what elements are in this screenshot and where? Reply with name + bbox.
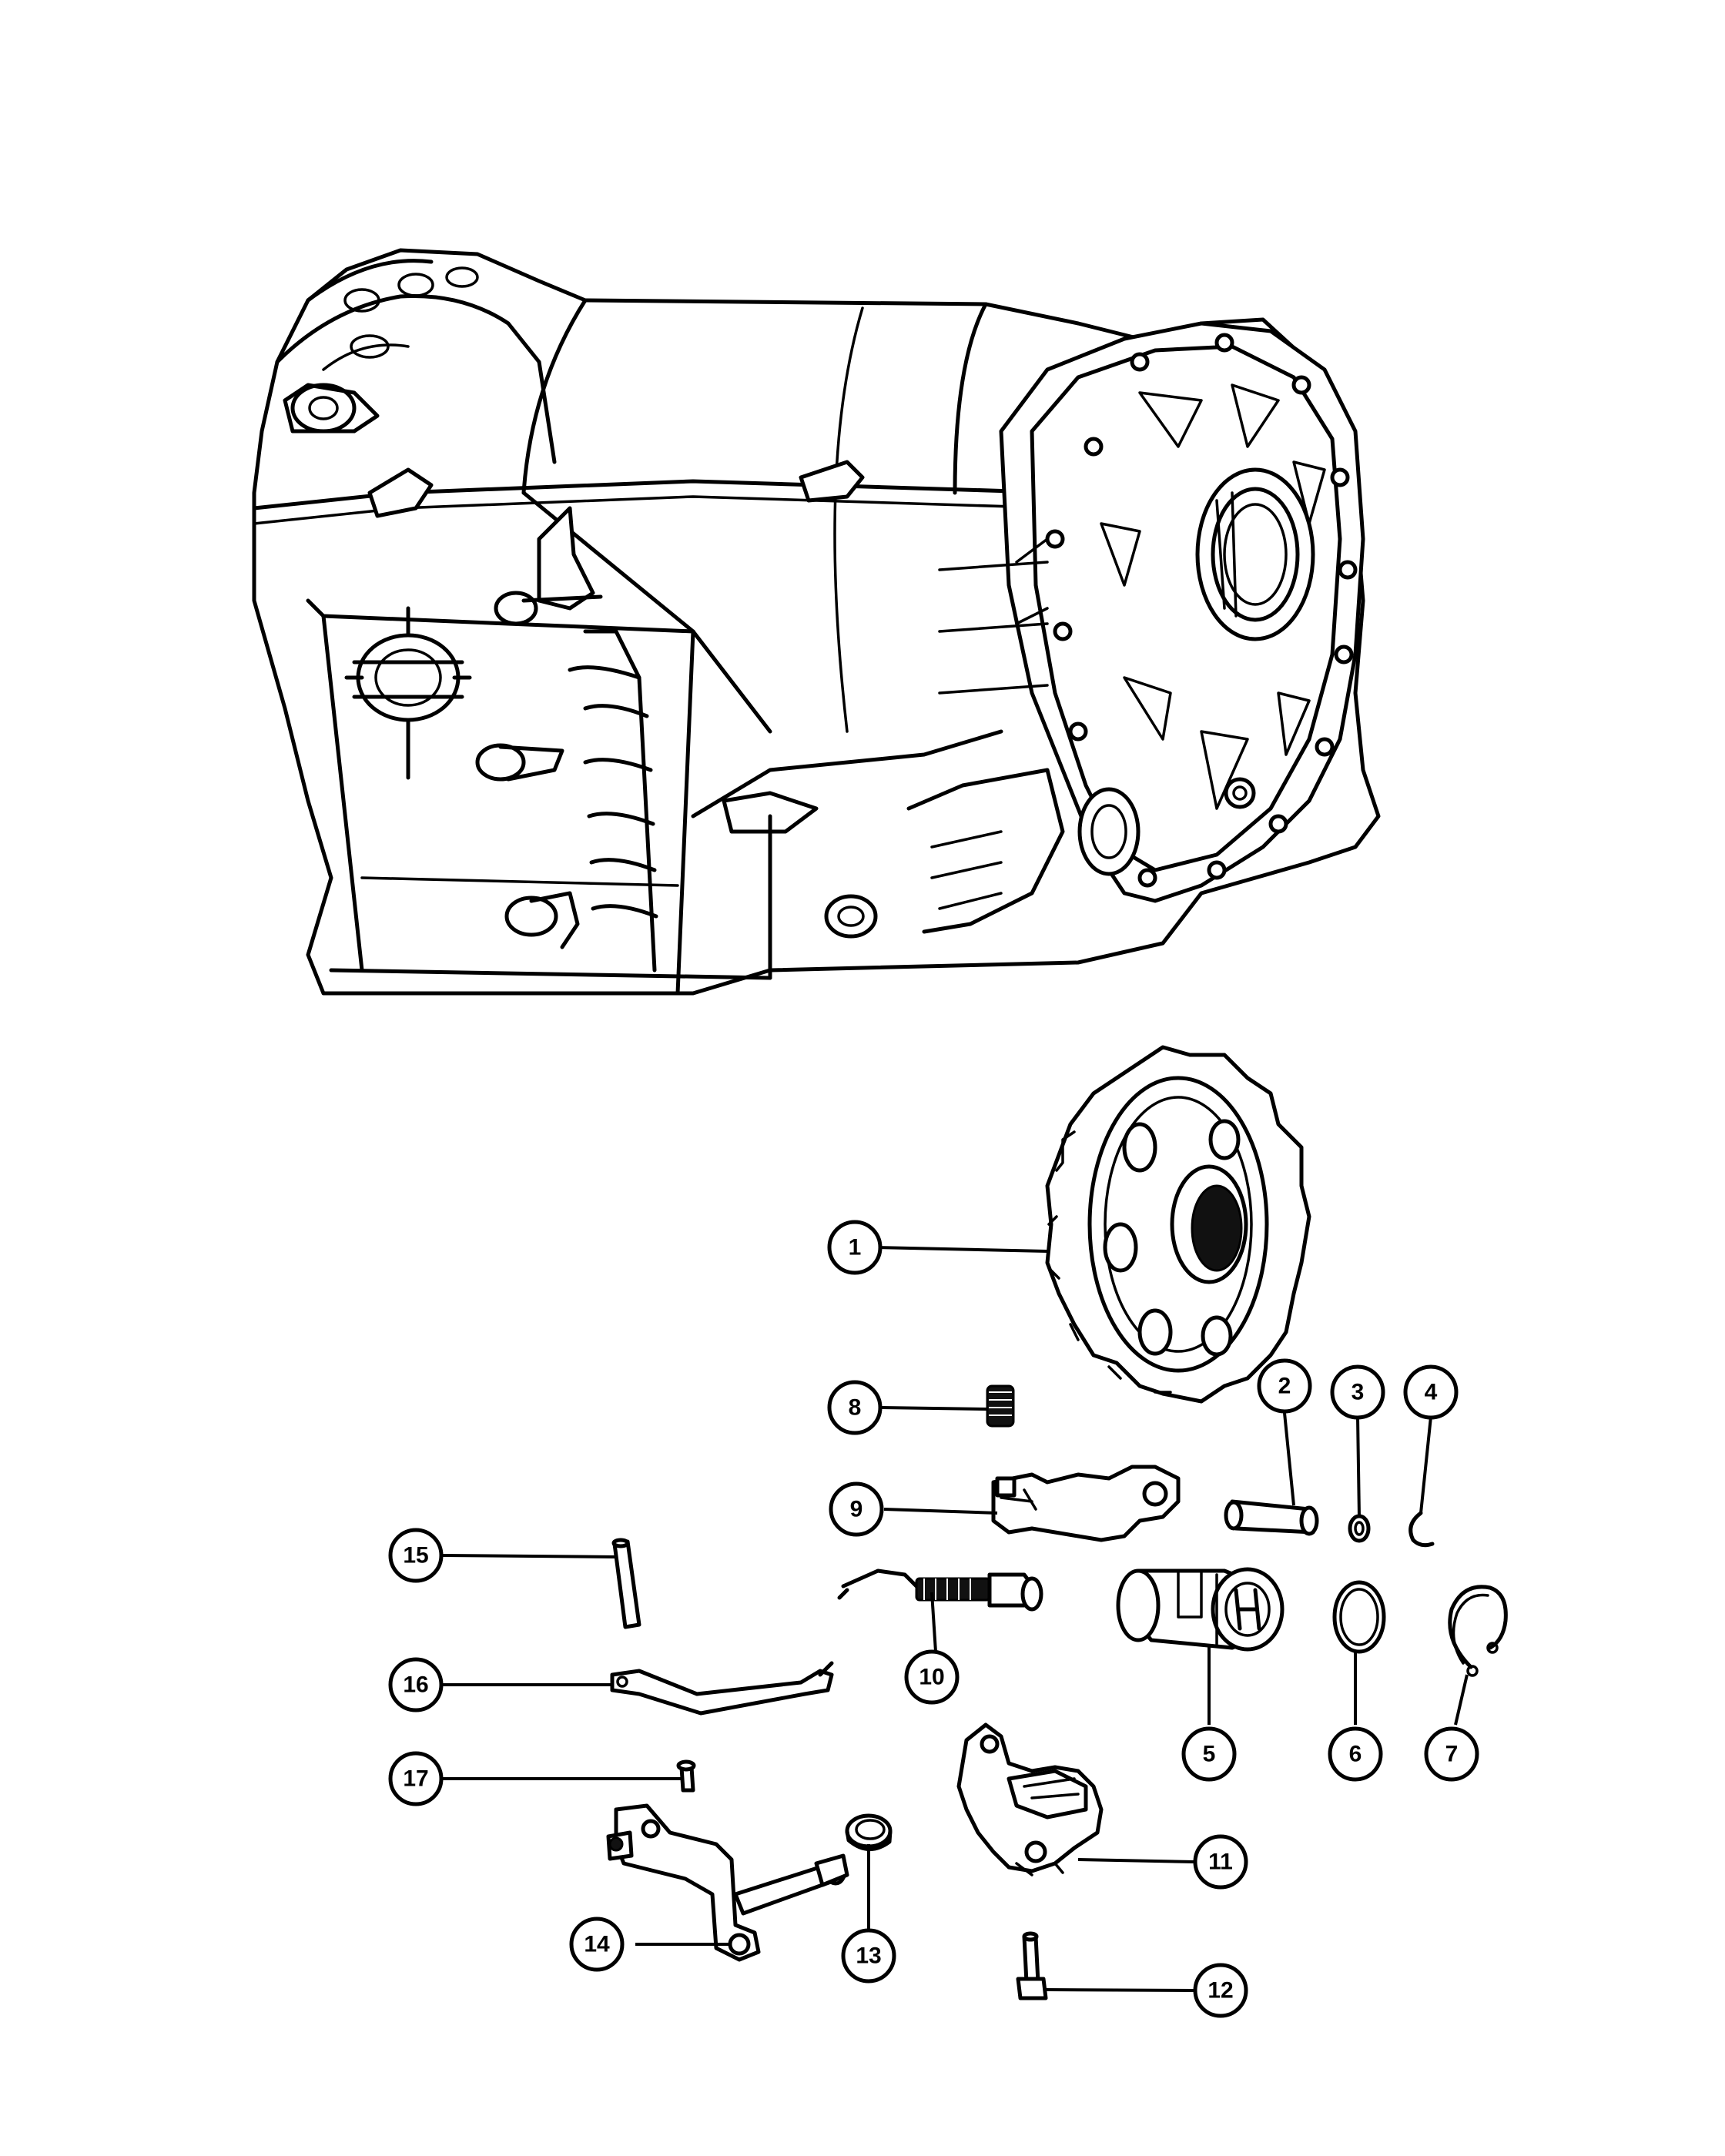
callout-12: 12 [1193, 1963, 1248, 2018]
case-front-lower [722, 768, 1141, 939]
park-pawl-part-9 [991, 1465, 1181, 1542]
seal-part-13 [845, 1813, 893, 1851]
case-boss-cross [344, 606, 472, 780]
callout-3: 3 [1330, 1364, 1385, 1420]
park-gear [1045, 1045, 1311, 1404]
transmission-case [252, 248, 1381, 996]
bracket-part-11 [956, 1722, 1104, 1876]
callout-label: 16 [403, 1672, 428, 1698]
manual-shaft-lever-part-14 [606, 1803, 849, 1962]
screw-part-17 [676, 1759, 696, 1793]
case-boss-lower [504, 891, 580, 949]
snap-ring-part-6 [1332, 1580, 1386, 1654]
pin-part-2 [1224, 1499, 1319, 1536]
callout-11: 11 [1193, 1834, 1248, 1890]
callout-label: 5 [1203, 1742, 1216, 1767]
callout-label: 9 [850, 1497, 863, 1522]
callout-1: 1 [827, 1220, 883, 1275]
callout-label: 15 [403, 1543, 428, 1568]
valve-body-ribs [568, 629, 658, 973]
o-ring-part-3 [1348, 1514, 1371, 1543]
callout-label: 7 [1445, 1742, 1459, 1767]
actuator-rod-part-10 [837, 1568, 1043, 1612]
callout-label: 8 [849, 1395, 862, 1421]
link-rod-part-16 [610, 1661, 834, 1716]
callout-15: 15 [388, 1528, 444, 1583]
callout-label: 14 [584, 1932, 610, 1957]
callout-10: 10 [904, 1649, 960, 1705]
circlip-part-7 [1448, 1585, 1508, 1677]
callout-label: 11 [1208, 1850, 1233, 1875]
leader-lines [442, 1246, 1469, 1992]
callout-label: 12 [1208, 1978, 1233, 2004]
case-boss-upper [494, 506, 603, 626]
callout-label: 4 [1425, 1380, 1438, 1405]
callout-17: 17 [388, 1751, 444, 1806]
callout-label: 10 [919, 1665, 944, 1690]
callout-label: 13 [856, 1943, 881, 1969]
callout-4: 4 [1403, 1364, 1459, 1420]
callout-5: 5 [1181, 1726, 1237, 1782]
callout-13: 13 [841, 1928, 896, 1984]
callout-16: 16 [388, 1657, 444, 1712]
bolt-part-12 [1016, 1931, 1048, 2000]
callout-2: 2 [1257, 1358, 1312, 1414]
roll-pin-part-15 [611, 1538, 641, 1629]
callout-7: 7 [1424, 1726, 1479, 1782]
spring-part-8 [986, 1384, 1015, 1428]
callout-label: 6 [1349, 1742, 1362, 1767]
callout-label: 1 [849, 1235, 862, 1260]
callout-8: 8 [827, 1380, 883, 1435]
callout-14: 14 [569, 1917, 625, 1972]
case-boss-middle [475, 743, 564, 782]
sleeve-part-5 [1116, 1567, 1285, 1652]
callout-label: 2 [1278, 1374, 1291, 1399]
callout-label: 3 [1352, 1380, 1365, 1405]
callout-9: 9 [829, 1481, 884, 1537]
callout-label: 17 [403, 1766, 428, 1792]
callout-6: 6 [1328, 1726, 1383, 1782]
bell-housing [999, 321, 1365, 903]
clip-part-4 [1408, 1511, 1435, 1548]
